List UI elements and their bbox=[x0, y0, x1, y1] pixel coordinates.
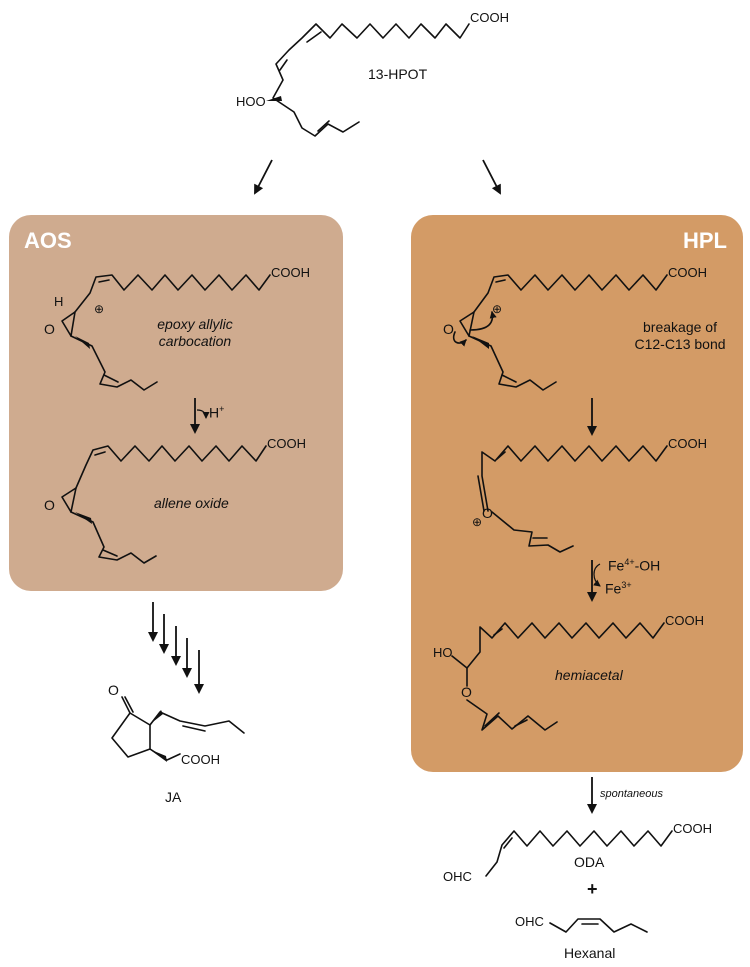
aos2-oxygen: O bbox=[44, 497, 55, 513]
ja-label: JA bbox=[165, 789, 182, 805]
allene-oxide-label: allene oxide bbox=[154, 495, 229, 511]
hpl2-oxygen: O bbox=[482, 505, 493, 521]
hpl1-cation-charge: ⊕ bbox=[492, 302, 503, 316]
hpl1-cooh: COOH bbox=[668, 265, 707, 280]
oda-label: ODA bbox=[574, 854, 605, 870]
aos1-cooh: COOH bbox=[271, 265, 310, 280]
hemiacetal-ho: HO bbox=[433, 645, 453, 660]
ja-oxygen: O bbox=[108, 682, 119, 698]
aos1-cation-charge: ⊕ bbox=[94, 302, 105, 316]
oda-ohc: OHC bbox=[443, 869, 472, 884]
ja-cooh: COOH bbox=[181, 752, 220, 767]
aos-title: AOS bbox=[24, 228, 72, 253]
proton-loss: H+ bbox=[209, 404, 225, 421]
iron-reagent: Fe4+-OH bbox=[608, 557, 661, 574]
oda-structure bbox=[485, 830, 673, 877]
hemiacetal-label: hemiacetal bbox=[555, 667, 623, 683]
hemiacetal-oxygen: O bbox=[461, 684, 472, 700]
oda-cooh: COOH bbox=[673, 821, 712, 836]
hpl2-cooh: COOH bbox=[668, 436, 707, 451]
spontaneous-label: spontaneous bbox=[600, 788, 663, 800]
epoxy-carbocation-label-line2: carbocation bbox=[158, 333, 232, 349]
hpl-title: HPL bbox=[683, 228, 727, 253]
hpl3-cooh: COOH bbox=[665, 613, 704, 628]
iron-product: Fe3+ bbox=[605, 580, 632, 597]
hexanal-ohc: OHC bbox=[515, 914, 544, 929]
aos-panel bbox=[9, 215, 343, 591]
hexanal-label: Hexanal bbox=[564, 945, 616, 961]
hpot-hoo: HOO bbox=[236, 94, 266, 109]
hpot-label: 13-HPOT bbox=[368, 66, 428, 82]
hexanal-structure bbox=[549, 918, 648, 933]
hpl-step-label-line1: breakage of bbox=[643, 319, 717, 335]
aos2-cooh: COOH bbox=[267, 436, 306, 451]
hpl1-oxygen: O bbox=[443, 321, 454, 337]
hpl2-cation-charge: ⊕ bbox=[472, 515, 483, 529]
hpot-structure bbox=[272, 23, 470, 137]
epoxy-carbocation-label-line1: epoxy allylic bbox=[157, 316, 233, 332]
epoxy-carbocation-structure bbox=[61, 274, 271, 391]
ja-structure bbox=[111, 696, 245, 761]
hpl-oxocarbenium-structure bbox=[477, 445, 668, 553]
plus-sign: + bbox=[587, 879, 598, 899]
hpl-epoxide-structure bbox=[452, 274, 668, 391]
aos1-hydrogen: H bbox=[54, 294, 64, 309]
hpot-cooh: COOH bbox=[470, 10, 509, 25]
allene-oxide-structure bbox=[61, 445, 267, 564]
hpl-step-label-line2: C12-C13 bond bbox=[634, 336, 726, 352]
hemiacetal-structure bbox=[451, 622, 665, 731]
aos1-oxygen: O bbox=[44, 321, 55, 337]
